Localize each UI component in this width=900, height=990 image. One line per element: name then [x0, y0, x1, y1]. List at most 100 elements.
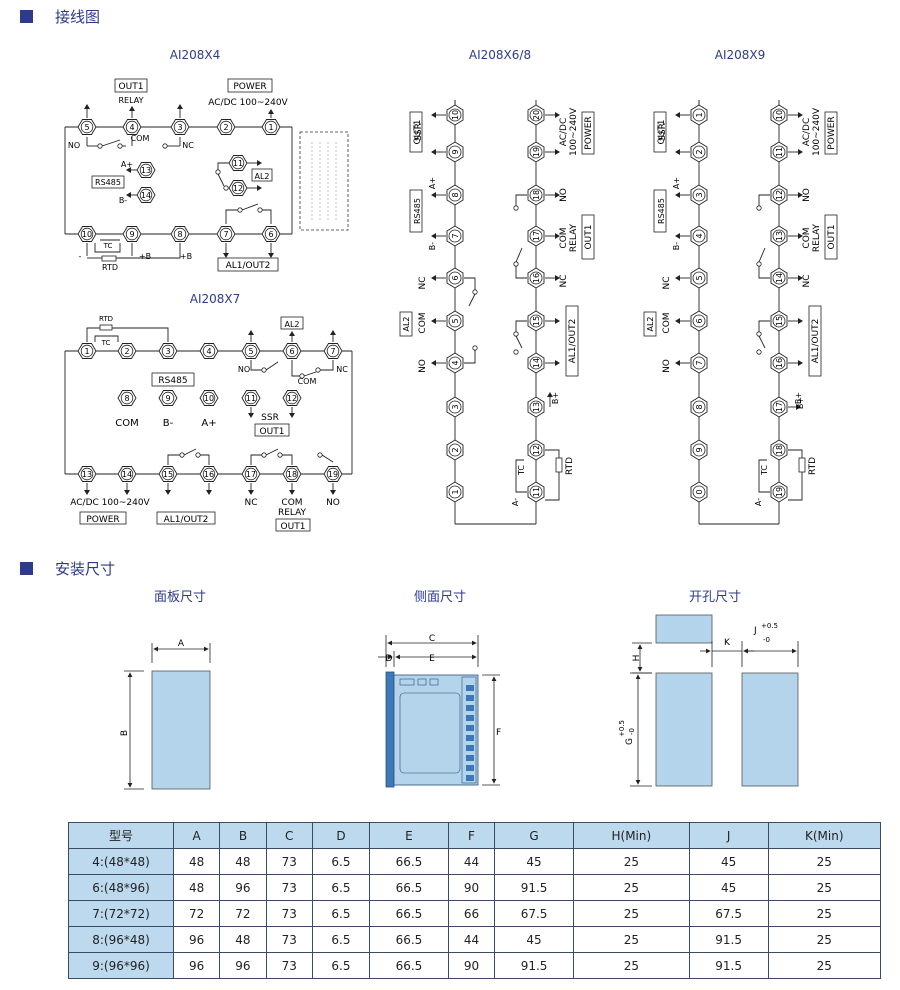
terminal-number: 10 — [775, 110, 784, 120]
wire-label: TC — [760, 465, 769, 476]
terminal-number: 13 — [775, 231, 784, 241]
terminal-circle — [772, 314, 786, 328]
dim-h-label: H — [632, 655, 642, 662]
terminal-circle — [529, 400, 543, 414]
wire-label: AC/DC 100~240V — [208, 98, 288, 108]
value-cell: 96 — [219, 874, 267, 901]
value-cell: 66 — [447, 900, 496, 927]
col-header: B — [219, 822, 267, 849]
value-cell: 91.5 — [688, 952, 769, 979]
value-cell: 25 — [767, 874, 882, 901]
terminal-number: 1 — [695, 112, 704, 117]
install-section-title: 安装尺寸 — [20, 558, 115, 578]
dim-g-label: G — [625, 738, 635, 745]
wire-label: RELAY — [812, 223, 822, 252]
terminal-circle — [529, 229, 543, 243]
model-cell: 9:(96*96) — [68, 952, 174, 979]
dim-k-label: K — [724, 638, 731, 648]
terminal-circle — [772, 400, 786, 414]
terminal-number: 13 — [82, 470, 92, 479]
value-cell: 48 — [219, 848, 267, 875]
terminal-circle — [692, 485, 706, 499]
terminal-circle — [285, 467, 299, 481]
terminal-number: 16 — [204, 470, 214, 479]
x9-title: AI208X9 — [714, 48, 766, 62]
terminal-number: 6 — [695, 318, 704, 323]
wire-label: AL1/OUT2 — [164, 515, 209, 525]
value-cell: 45 — [494, 848, 574, 875]
terminal-circle — [772, 356, 786, 370]
dim-g-tol-bot: -0 — [628, 728, 636, 735]
section-marker — [20, 9, 33, 23]
wire-label: RELAY — [119, 96, 144, 105]
terminal-number: 16 — [775, 358, 784, 368]
terminal-circle — [448, 271, 462, 285]
terminal-circle — [772, 485, 786, 499]
wire-label: RTD — [102, 263, 118, 272]
terminal-number: 13 — [532, 402, 541, 412]
wire-label: 100~240V — [569, 107, 579, 156]
terminal-number: 18 — [775, 445, 784, 455]
cutout-caption: 开孔尺寸 — [688, 590, 741, 605]
terminal-number: 17 — [246, 470, 256, 479]
wire-label: RS485 — [158, 376, 187, 386]
terminal-circle — [202, 344, 216, 358]
terminal-circle — [448, 108, 462, 122]
terminal-number: 15 — [532, 316, 541, 326]
terminal-circle — [219, 227, 233, 241]
value-cell: 25 — [767, 926, 882, 953]
out1-label: OUT1 — [657, 120, 667, 145]
terminal-circle — [448, 188, 462, 202]
terminal-circle — [772, 188, 786, 202]
terminal-circle — [772, 108, 786, 122]
wire-label: A- — [754, 498, 763, 506]
value-cell: 45 — [494, 926, 574, 953]
terminal-number: 17 — [775, 402, 784, 412]
wire-label: TC — [103, 242, 113, 250]
col-header: A — [172, 822, 221, 849]
value-cell: 73 — [265, 848, 313, 875]
terminal-number: 10 — [82, 230, 92, 239]
terminal-number: 2 — [124, 347, 129, 356]
terminal-circle — [772, 443, 786, 457]
terminal-circle — [285, 344, 299, 358]
terminal-circle — [529, 108, 543, 122]
side-drawing: C D E F — [378, 634, 501, 788]
dim-j-tol-bot: -0 — [763, 636, 770, 644]
wire-label: +B — [139, 252, 151, 261]
col-header: C — [265, 822, 313, 849]
dim-d-label: D — [386, 654, 393, 664]
wire-label: B+ — [551, 392, 560, 404]
col-header: 型号 — [68, 822, 174, 849]
wire-label: RTD — [808, 457, 818, 475]
wire-label: RTD — [565, 457, 575, 475]
value-cell: 25 — [767, 900, 882, 927]
terminal-number: 1 — [451, 489, 460, 494]
value-cell: 25 — [572, 926, 690, 953]
terminal-number: 9 — [165, 394, 170, 403]
terminal-number: 13 — [141, 166, 151, 175]
terminal-number: 9 — [451, 149, 460, 154]
x7-title: AI208X7 — [189, 292, 241, 306]
terminal-circle — [448, 485, 462, 499]
panel-drawing: A B — [120, 639, 211, 790]
terminal-number: 19 — [775, 487, 784, 497]
value-cell: 44 — [447, 848, 496, 875]
terminal-number: 8 — [451, 192, 460, 197]
terminal-circle — [529, 443, 543, 457]
wire-label: RS485 — [657, 198, 666, 224]
wire-label: OUT1 — [827, 225, 837, 250]
terminal-number: 10 — [204, 394, 214, 403]
terminal-circle — [772, 271, 786, 285]
terminal-number: 7 — [223, 230, 228, 239]
terminal-number: 8 — [695, 404, 704, 409]
wire-label: AC/DC — [802, 118, 812, 147]
wire-label: NC — [559, 274, 569, 287]
value-cell: 48 — [172, 874, 221, 901]
wire-label: SSR — [414, 123, 424, 141]
wire-label: COM — [418, 312, 428, 333]
